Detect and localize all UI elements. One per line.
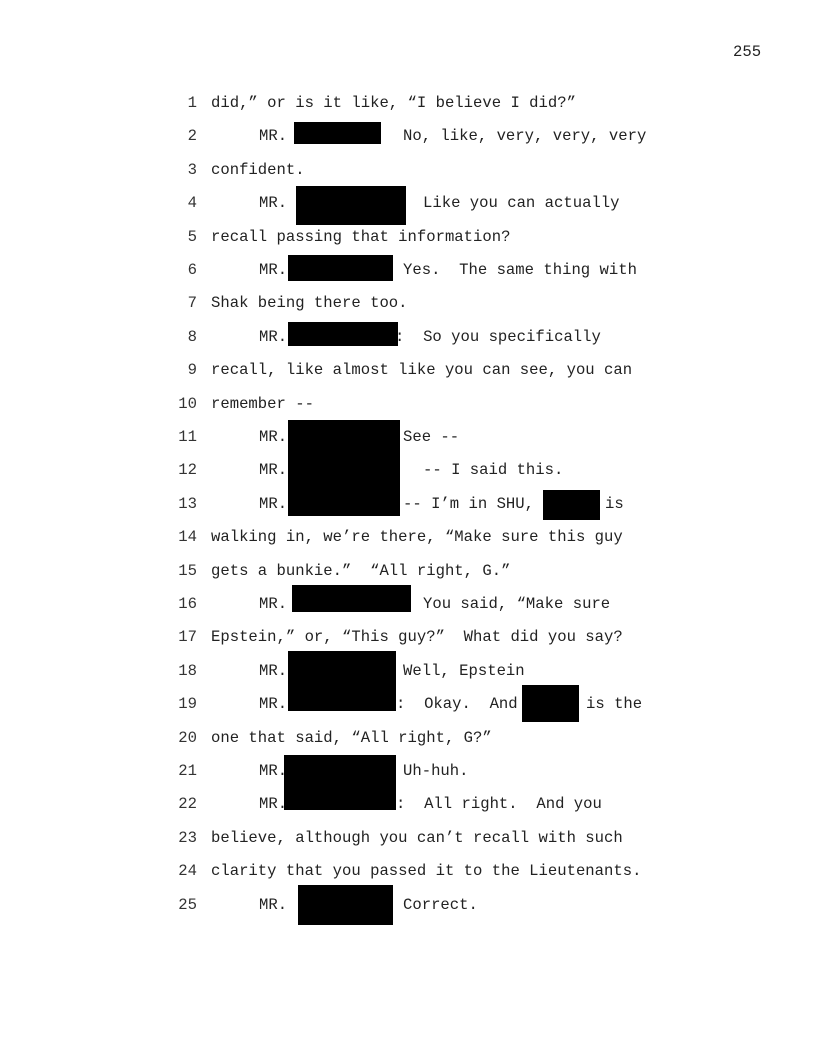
line-number: 22	[178, 795, 197, 814]
line-text: believe, although you can’t recall with …	[211, 828, 623, 847]
redaction	[288, 322, 398, 346]
line-number: 20	[178, 728, 197, 747]
line-number: 9	[187, 361, 197, 380]
redaction	[543, 490, 600, 520]
speaker-label: MR.	[259, 327, 288, 346]
line-text: -- I’m in SHU,	[403, 494, 535, 513]
line-text: : Okay. And	[396, 695, 518, 714]
speaker-label: MR.	[259, 695, 288, 714]
speaker-label: MR.	[259, 194, 288, 213]
line-number: 1	[187, 94, 197, 112]
speaker-label: MR.	[259, 895, 288, 914]
line-text: Epstein,” or, “This guy?” What did you s…	[211, 628, 623, 647]
line-text: confident.	[211, 160, 305, 179]
line-number: 24	[178, 862, 197, 881]
line-text: Like you can actually	[423, 194, 620, 213]
speaker-label: MR.	[259, 661, 288, 680]
line-text: Correct.	[403, 895, 478, 914]
line-number: 5	[187, 227, 197, 246]
redaction	[288, 255, 393, 281]
line-number: 21	[178, 762, 197, 780]
line-number: 8	[187, 327, 197, 346]
line-text: recall passing that information?	[211, 227, 511, 246]
speaker-label: MR.	[259, 762, 288, 780]
line-number: 6	[187, 261, 197, 279]
line-number: 13	[178, 494, 197, 513]
redaction	[522, 685, 579, 722]
line-text: clarity that you passed it to the Lieute…	[211, 862, 642, 881]
page-number: 255	[733, 43, 762, 61]
line-number: 17	[178, 628, 197, 647]
line-number: 3	[187, 160, 197, 179]
speaker-label: MR.	[259, 461, 288, 480]
line-number: 23	[178, 828, 197, 847]
line-text: remember --	[211, 394, 314, 413]
line-number: 10	[178, 394, 197, 413]
line-text: You said, “Make sure	[423, 595, 611, 613]
speaker-label: MR.	[259, 795, 288, 814]
line-number: 2	[187, 127, 197, 146]
redaction	[296, 186, 406, 225]
line-text: No, like, very, very, very	[403, 127, 647, 146]
line-text: -- I said this.	[423, 461, 564, 480]
line-number: 11	[178, 428, 197, 446]
redaction	[288, 420, 400, 516]
speaker-label: MR.	[259, 127, 288, 146]
redaction	[292, 585, 411, 612]
line-number: 12	[178, 461, 197, 480]
line-number: 4	[187, 194, 197, 213]
line-number: 25	[178, 895, 197, 914]
line-text: Well, Epstein	[403, 661, 525, 680]
line-text: gets a bunkie.” “All right, G.”	[211, 561, 511, 580]
line-number: 19	[178, 695, 197, 714]
speaker-label: MR.	[259, 428, 288, 446]
line-text: walking in, we’re there, “Make sure this…	[211, 528, 623, 547]
line-text: Shak being there too.	[211, 294, 408, 313]
line-text: Uh-huh.	[403, 762, 469, 780]
line-number: 16	[178, 595, 197, 613]
line-text: : So you specifically	[395, 327, 601, 346]
line-text: did,” or is it like, “I believe I did?”	[211, 94, 576, 112]
speaker-label: MR.	[259, 494, 288, 513]
line-text: : All right. And you	[396, 795, 602, 814]
redaction	[294, 122, 381, 144]
speaker-label: MR.	[259, 261, 288, 279]
speaker-label: MR.	[259, 595, 288, 613]
line-text: one that said, “All right, G?”	[211, 728, 492, 747]
redaction	[284, 755, 396, 810]
line-text: is	[605, 494, 624, 513]
line-number: 14	[178, 528, 197, 547]
line-text: Yes. The same thing with	[403, 261, 637, 279]
line-number: 18	[178, 661, 197, 680]
line-number: 7	[187, 294, 197, 313]
line-text: recall, like almost like you can see, yo…	[211, 361, 633, 380]
redaction	[298, 885, 393, 925]
line-text: See --	[403, 428, 460, 446]
redaction	[288, 651, 396, 711]
line-number: 15	[178, 561, 197, 580]
line-text: is the	[586, 695, 643, 714]
